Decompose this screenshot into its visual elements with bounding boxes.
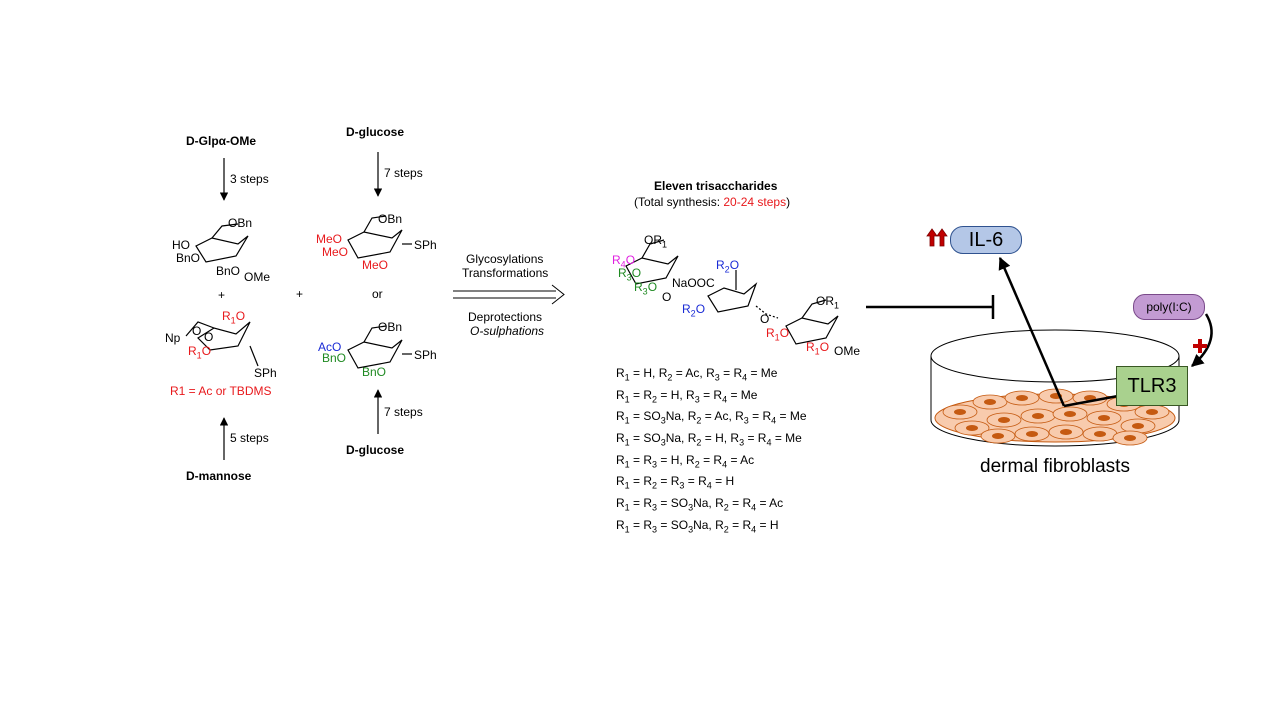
chem-label: O (192, 324, 202, 338)
start-mannose: D-mannose (186, 469, 252, 483)
chem-label: BnO (176, 251, 201, 265)
start-glcp-ome: D-Glpα-OMe (186, 134, 257, 148)
cell-nucleus (984, 399, 996, 405)
substituent-row: R1 = R3 = H, R2 = R4 = Ac (616, 452, 755, 470)
tlr3-node: TLR3 (1116, 366, 1188, 406)
cell-nucleus (998, 417, 1010, 423)
tlr3-to-il6-arrow (998, 256, 1066, 407)
chem-label: OMe (834, 344, 861, 358)
cell-nucleus (1132, 423, 1144, 429)
chem-label: OBn (228, 216, 253, 230)
chem-label: OMe (244, 270, 271, 284)
steps-label-7-top: 7 steps (384, 166, 423, 180)
chem-label: R3O (634, 280, 658, 297)
chem-label: MeO (362, 258, 389, 272)
substituent-row: R1 = H, R2 = Ac, R3 = R4 = Me (616, 366, 778, 383)
cell-nucleus (1064, 411, 1076, 417)
up-arrows-icon (926, 228, 948, 247)
substituent-row: R1 = SO3Na, R2 = Ac, R3 = R4 = Me (616, 409, 807, 426)
chem-label: O (204, 330, 214, 344)
product-title: Eleven trisaccharides (654, 179, 778, 193)
stimulation-plus-icon (1193, 339, 1207, 353)
cell-nucleus (1032, 413, 1044, 419)
dermal-fibroblasts-label: dermal fibroblasts (980, 456, 1130, 477)
chem-label: SPh (414, 238, 437, 252)
il6-node: IL-6 (950, 226, 1022, 254)
chem-label: OBn (378, 212, 403, 226)
start-glucose-bottom: D-glucose (346, 443, 405, 457)
cell-nucleus (1098, 415, 1110, 421)
chem-label: R1O (188, 344, 212, 361)
substituent-row: R1 = R2 = R3 = R4 = H (616, 474, 735, 491)
chem-label: NaOOC (672, 276, 715, 290)
arrow-text-glycosylations: Glycosylations (466, 252, 544, 266)
arrow-text-osulphations: O-sulphations (470, 324, 545, 338)
substituent-row: R1 = R3 = SO3Na, R2 = R4 = H (616, 517, 779, 535)
chem-label: AcO (318, 340, 342, 354)
cell-nucleus (954, 409, 966, 415)
chem-label: R2O (716, 258, 740, 275)
cell-nucleus (1026, 431, 1038, 437)
cell-nucleus (992, 433, 1004, 439)
chem-label: HO (172, 238, 190, 252)
chem-label: OR1 (816, 294, 840, 311)
chem-label: Np (165, 331, 181, 345)
cell-nucleus (1146, 409, 1158, 415)
arrow-text-transformations: Transformations (462, 266, 549, 280)
chem-label: MeO (322, 245, 349, 259)
chem-label: R3O (618, 266, 642, 283)
steps-label-7-bottom: 7 steps (384, 405, 423, 419)
poly-ic-node: poly(I:C) (1133, 294, 1205, 320)
steps-label-5: 5 steps (230, 431, 269, 445)
arrow-text-deprotections: Deprotections (468, 310, 543, 324)
or-label: or (372, 287, 383, 301)
chem-label: BnO (322, 351, 347, 365)
chem-label: OBn (378, 320, 403, 334)
plus-sign: + (218, 288, 226, 302)
chem-label: R1O (222, 309, 246, 326)
substituent-row: R1 = R2 = H, R3 = R4 = Me (616, 387, 758, 405)
r1-definition: R1 = Ac or TBDMS (170, 384, 272, 398)
plus-sign-middle: + (296, 287, 304, 301)
product-subtitle: (Total synthesis: 20-24 steps) (634, 195, 791, 209)
chem-label: SPh (254, 366, 277, 380)
cell-nucleus (1094, 431, 1106, 437)
chem-label: R4O (612, 253, 636, 270)
substituent-list: R1 = H, R2 = Ac, R3 = R4 = Me R1 = R2 = … (616, 365, 807, 539)
chem-label: O (662, 290, 672, 304)
steps-label-3: 3 steps (230, 172, 269, 186)
cell-nucleus (1016, 395, 1028, 401)
chem-label: R2O (682, 302, 706, 319)
chem-label: R1O (806, 340, 830, 357)
substituent-row: R1 = R3 = SO3Na, R2 = R4 = Ac (616, 496, 784, 513)
cell-nucleus (1124, 435, 1136, 441)
chem-label: R1O (766, 326, 790, 343)
cell-nucleus (966, 425, 978, 431)
cell-nucleus (1060, 429, 1072, 435)
substituent-row: R1 = SO3Na, R2 = H, R3 = R4 = Me (616, 431, 802, 448)
chem-label: BnO (362, 365, 387, 379)
start-glucose-top: D-glucose (346, 125, 405, 139)
tlr3-link-line (1063, 394, 1119, 408)
chem-label: O (760, 312, 770, 326)
chem-label: BnO (216, 264, 241, 278)
chem-label: SPh (414, 348, 437, 362)
poly-to-tlr3-arrow (1191, 313, 1213, 367)
reaction-arrow (453, 284, 565, 305)
chem-label: MeO (316, 232, 343, 246)
chem-label: OR1 (644, 233, 668, 250)
